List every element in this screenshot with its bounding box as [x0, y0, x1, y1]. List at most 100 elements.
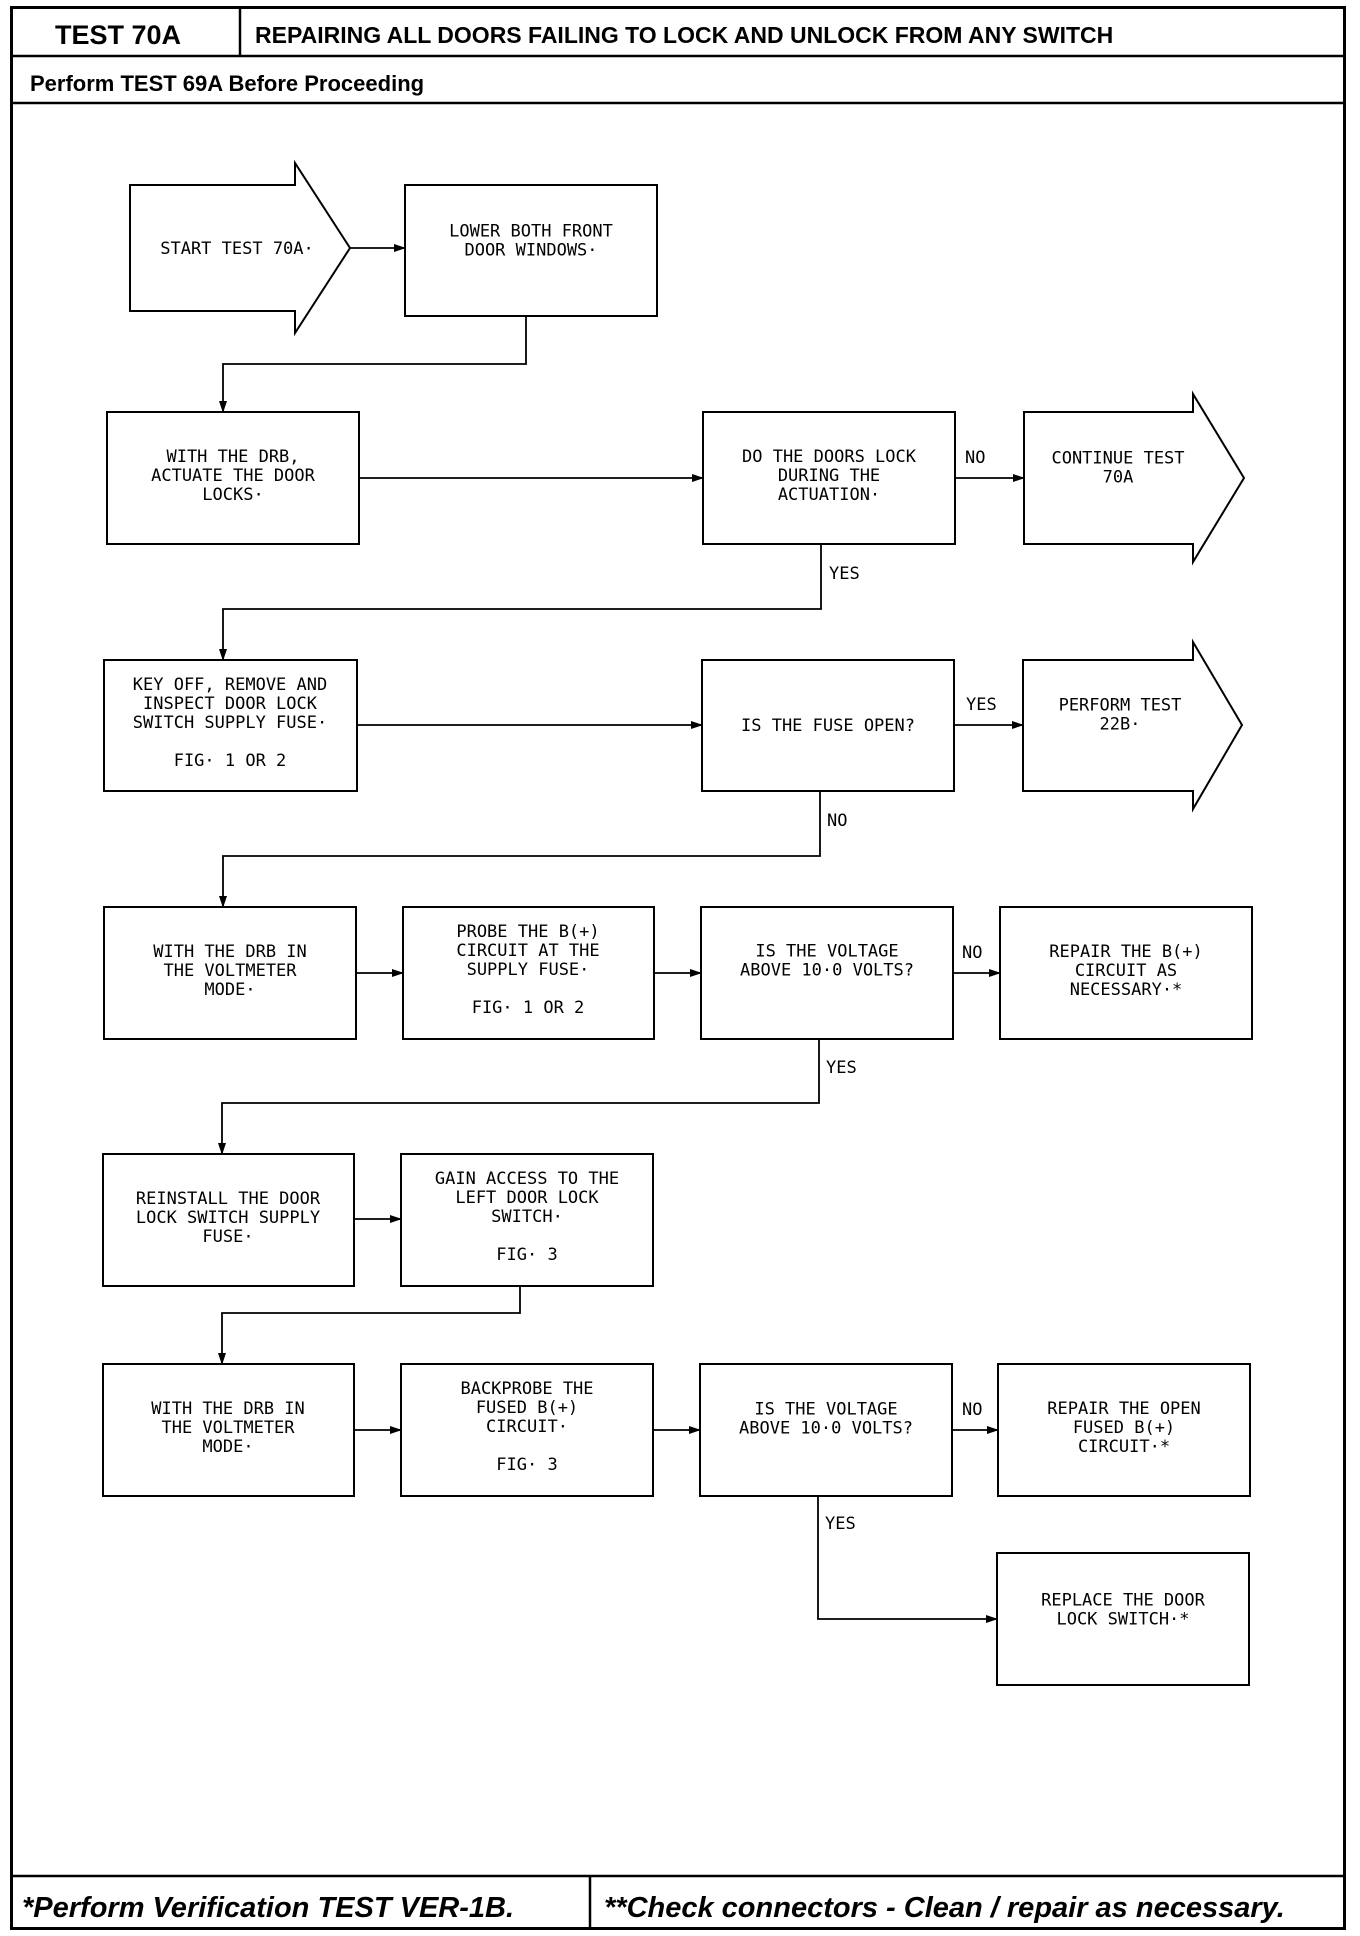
reinstall-fuse-box — [102, 1153, 355, 1287]
node-text-line: FUSED B(+) — [476, 1398, 578, 1418]
repair-open-fused-box — [997, 1363, 1251, 1497]
node-text-line: CONTINUE TEST — [1051, 449, 1184, 469]
node-text-line: MODE· — [202, 1437, 253, 1457]
node-text-line: CIRCUIT·* — [1078, 1437, 1170, 1457]
header — [11, 6, 1346, 105]
gain-access-box — [400, 1153, 654, 1287]
voltage-question-box-2 — [699, 1363, 953, 1497]
node-text-line: IS THE FUSE OPEN? — [741, 716, 915, 736]
node-text-line: DURING THE — [778, 466, 880, 486]
replace-switch-box — [996, 1552, 1250, 1686]
edge-label-fuse-no: NO — [827, 811, 847, 831]
node-text-line: PERFORM TEST — [1059, 696, 1182, 716]
node-text-line: LOWER BOTH FRONT — [449, 222, 613, 242]
edge-label-voltage2-yes: YES — [825, 1514, 856, 1534]
edge-label-lock-yes: YES — [829, 564, 860, 584]
node-text-line: REPLACE THE DOOR — [1041, 1591, 1206, 1611]
drb-voltmeter-box-2 — [102, 1363, 355, 1497]
inspect-fuse-box — [103, 659, 358, 792]
node-text-line: WITH THE DRB IN — [151, 1399, 305, 1419]
lower-windows-box — [404, 184, 658, 317]
doors-lock-question-box — [702, 411, 956, 545]
footer — [11, 1874, 1346, 1930]
start-node-shape — [129, 159, 352, 337]
node-text-line: PROBE THE B(+) — [456, 922, 599, 942]
node-text-line: ACTUATE THE DOOR — [151, 466, 316, 486]
actuate-locks-box — [106, 411, 360, 545]
node-text-line: THE VOLTMETER — [161, 1418, 295, 1438]
node-text-line: LOCK SWITCH·* — [1056, 1610, 1189, 1630]
node-text-line: NECESSARY·* — [1070, 980, 1183, 1000]
node-text-line: CIRCUIT· — [486, 1417, 568, 1437]
connector-gain-to-drb2 — [218, 1286, 521, 1365]
node-text-line: BACKPROBE THE — [460, 1379, 593, 1399]
edge-label-fuse-yes: YES — [966, 695, 997, 715]
test-id: TEST 70A — [55, 20, 181, 50]
edge-label-voltage1-yes: YES — [826, 1058, 857, 1078]
node-text-line: MODE· — [204, 980, 255, 1000]
node-text-line: FUSED B(+) — [1073, 1418, 1175, 1438]
node-text-line: GAIN ACCESS TO THE — [435, 1169, 619, 1189]
node-text-line: REPAIR THE B(+) — [1049, 942, 1203, 962]
voltage-question-box-1 — [700, 906, 954, 1040]
node-text-line: SWITCH· — [491, 1207, 563, 1227]
prerequisite-note: Perform TEST 69A Before Proceeding — [30, 71, 424, 96]
node-text-line: FIG· 1 OR 2 — [472, 998, 585, 1018]
node-text-line: WITH THE DRB, — [166, 447, 299, 467]
footer-note-right: **Check connectors - Clean / repair as n… — [604, 1892, 1285, 1924]
node-text-line: LOCKS· — [202, 485, 263, 505]
node-text-line: SUPPLY FUSE· — [467, 960, 590, 980]
start-node-text: START TEST 70A· — [160, 239, 314, 259]
edge-label-voltage2-no: NO — [962, 1400, 982, 1420]
connectors — [218, 244, 1025, 1623]
node-text-line: KEY OFF, REMOVE AND — [133, 675, 327, 695]
node-text-line: CIRCUIT AT THE — [456, 941, 599, 961]
perform-22b-shape — [1022, 638, 1244, 813]
node-text-line: 22B· — [1100, 715, 1141, 735]
continue-70a-shape — [1023, 390, 1246, 566]
connector-lock-yes — [219, 544, 822, 661]
repair-b-plus-box — [999, 906, 1253, 1040]
connector-fuse-no — [219, 791, 821, 908]
edge-label-lock-no: NO — [965, 448, 985, 468]
node-text-line: DOOR WINDOWS· — [464, 241, 597, 261]
node-text-line: FUSE· — [202, 1227, 253, 1247]
node-text-line: WITH THE DRB IN — [153, 942, 307, 962]
node-text-line: IS THE VOLTAGE — [755, 942, 898, 962]
node-text-line: DO THE DOORS LOCK — [742, 447, 917, 467]
fuse-open-question-box — [701, 659, 955, 792]
node-text-line: START TEST 70A· — [160, 239, 314, 259]
node-text-line: REINSTALL THE DOOR — [136, 1189, 321, 1209]
node-text-line: ABOVE 10·0 VOLTS? — [740, 961, 914, 981]
node-text-line: FIG· 1 OR 2 — [174, 751, 287, 771]
page-frame — [10, 6, 1346, 1930]
node-text-line: INSPECT DOOR LOCK — [143, 694, 318, 714]
drb-voltmeter-box-1 — [103, 906, 357, 1040]
node-text-line: ABOVE 10·0 VOLTS? — [739, 1419, 913, 1439]
node-text-line: LEFT DOOR LOCK — [455, 1188, 599, 1208]
connector-voltage2-yes — [817, 1496, 998, 1623]
edge-label-voltage1-no: NO — [962, 943, 982, 963]
node-text-line: ACTUATION· — [778, 485, 880, 505]
backprobe-box — [400, 1363, 654, 1497]
node-text-line: THE VOLTMETER — [163, 961, 297, 981]
node-text-line: FIG· 3 — [496, 1455, 557, 1475]
fuse-open-question-text: IS THE FUSE OPEN? — [741, 716, 915, 736]
connector-voltage1-yes — [218, 1039, 820, 1155]
